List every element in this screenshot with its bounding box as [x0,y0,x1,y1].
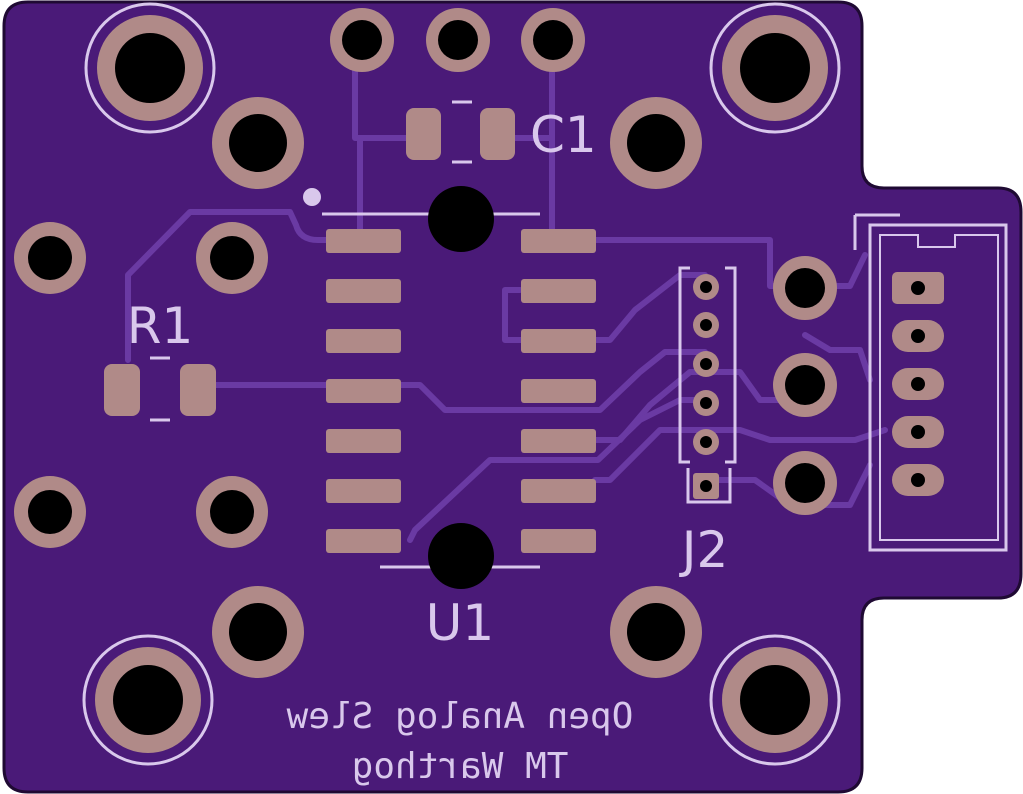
trace-top-left [352,37,413,141]
r1-label: R1 [127,297,194,355]
j2-component: J2 [678,266,737,579]
mounting-holes [82,2,841,766]
pad-lower-left [212,586,304,678]
u1-component: U1 [303,186,596,652]
pad-top-2 [426,8,490,72]
bottom-silkscreen-text: Open Analog Slew TM Warthog [286,696,633,787]
c1-label: C1 [530,106,597,164]
pad-left-4 [196,476,268,548]
mounting-hole-top-right [709,2,841,134]
trace-u1-right-top [592,237,868,289]
pad-upper-right [610,97,702,189]
j2-pins [693,274,719,499]
trace-u1-mid4 [592,427,888,483]
pad-top-3 [521,8,585,72]
pad-right-1 [773,256,837,320]
pad-left-1 [14,222,86,294]
connector-pins [892,272,944,496]
r1-component: R1 [104,297,216,422]
u1-label: U1 [426,594,494,652]
mounting-hole-bottom-left [82,634,214,766]
pad-top-1 [330,8,394,72]
trace-u1-mid2 [397,349,708,413]
mounting-hole-bottom-right [709,634,841,766]
pad-upper-left [212,97,304,189]
j2-label: J2 [679,521,729,579]
trace-u1-pin1-left [125,209,333,363]
pad-lower-right [610,586,702,678]
mounting-hole-top-left [84,2,216,134]
pad-left-3 [14,476,86,548]
u1-mount-hole-bottom [428,523,494,589]
pad-left-2 [196,222,268,294]
trace-pads-right [802,332,873,383]
board-title-line2: TM Warthog [352,746,569,787]
pad-right-2 [773,353,837,417]
through-hole-pads [14,8,837,678]
u1-pin1-marker [303,188,321,206]
pad-right-3 [773,451,837,515]
u1-right-pads [521,229,596,553]
u1-left-pads [326,229,401,553]
board-title-line1: Open Analog Slew [286,696,633,737]
c1-component: C1 [406,100,597,164]
side-connector [853,213,1008,552]
u1-mount-hole-top [428,186,494,252]
